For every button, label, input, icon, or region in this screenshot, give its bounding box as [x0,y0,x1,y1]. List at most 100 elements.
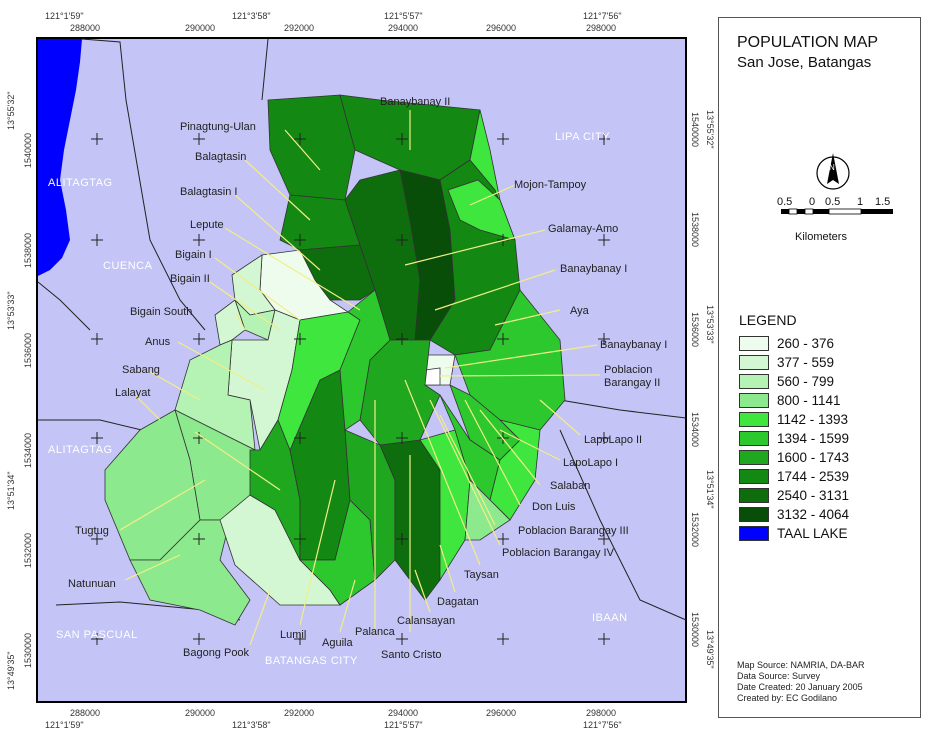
label-taysan: Taysan [464,569,499,581]
region-alitagtag-south: ALITAGTAG [48,444,113,456]
bottom-coordinates: 288000 290000 292000 294000 296000 29800… [45,708,622,730]
label-poblacion-iv: Poblacion Barangay IV [502,547,615,559]
top-tick-4: 294000 [388,23,418,33]
label-aguila: Aguila [322,637,353,649]
right-degree-3: 13°51'34" [705,470,715,509]
top-tick-3: 292000 [284,23,314,33]
left-tick-2: 1538000 [23,233,33,268]
label-don-luis: Don Luis [532,501,576,513]
legend-item: 800 - 1141 [739,391,849,410]
north-arrow-icon: N [816,153,850,190]
top-degree-2: 121°3'58" [232,11,271,21]
label-palanca: Palanca [355,626,396,638]
label-lapolapo-ii: LapoLapo II [584,434,642,446]
bottom-tick-4: 294000 [388,708,418,718]
legend-label: 560 - 799 [777,374,835,389]
top-coordinates: 121°1'59" 121°3'58" 121°5'57" 121°7'56" … [45,11,622,33]
legend-label: 1142 - 1393 [777,412,849,427]
label-sabang: Sabang [122,364,160,376]
scale-tick-4: 1 [857,196,863,208]
bottom-degree-2: 121°3'58" [232,720,271,730]
legend-heading: LEGEND [739,312,797,328]
label-pinagtung-ulan: Pinagtung-Ulan [180,121,256,133]
label-dagatan: Dagatan [437,596,479,608]
legend-swatch [739,393,769,408]
top-degree-3: 121°5'57" [384,11,423,21]
label-bigain-ii: Bigain II [170,273,210,285]
bottom-degree-3: 121°5'57" [384,720,423,730]
legend-swatch [739,412,769,427]
label-salaban: Salaban [550,480,590,492]
legend-item: 2540 - 3131 [739,486,849,505]
taal-lake [38,39,82,276]
legend-swatch [739,488,769,503]
bottom-tick-2: 290000 [185,708,215,718]
legend-item: 1142 - 1393 [739,410,849,429]
label-bigain-i: Bigain I [175,249,212,261]
barangay-labels: Banaybanay II Pinagtung-Ulan Balagtasin … [68,96,667,661]
legend-label: 377 - 559 [777,355,835,370]
map-source: Map Source: NAMRIA, DA-BAR [737,660,865,670]
left-degree-2: 13°53'33" [6,291,16,330]
legend-label: 260 - 376 [777,336,835,351]
legend-label: 2540 - 3131 [777,488,850,503]
top-degree-1: 121°1'59" [45,11,84,21]
top-tick-2: 290000 [185,23,215,33]
legend-swatch [739,450,769,465]
label-bigain-south: Bigain South [130,306,192,318]
legend-item: 3132 - 4064 [739,505,849,524]
label-aya: Aya [570,305,590,317]
svg-text:N: N [829,163,835,172]
right-tick-1: 1540000 [690,112,700,147]
label-balagtasin: Balagtasin [195,151,246,163]
bottom-degree-4: 121°7'56" [583,720,622,730]
scale-tick-2: 0 [809,196,815,208]
bottom-tick-1: 288000 [70,708,100,718]
left-tick-5: 1532000 [23,533,33,568]
region-cuenca: CUENCA [103,260,153,272]
legend-item: TAAL LAKE [739,524,849,543]
label-poblacion-ii-line2: Barangay II [604,377,660,389]
legend-item: 1600 - 1743 [739,448,849,467]
legend-label: TAAL LAKE [777,526,848,541]
label-natunuan: Natunuan [68,578,116,590]
legend-swatch [739,507,769,522]
label-calansayan: Calansayan [397,615,455,627]
bottom-tick-6: 298000 [586,708,616,718]
right-tick-2: 1538000 [690,212,700,247]
left-degree-3: 13°51'34" [6,471,16,510]
label-banaybanay-i: Banaybanay I [560,263,627,275]
label-poblacion-ii-line1: Poblacion [604,364,652,376]
top-tick-5: 296000 [486,23,516,33]
region-alitagtag-north: ALITAGTAG [48,177,113,189]
right-tick-6: 1530000 [690,612,700,647]
source-block: Map Source: NAMRIA, DA-BAR Data Source: … [737,660,865,704]
region-labels: LIPA CITY ALITAGTAG CUENCA ALITAGTAG SAN… [48,131,628,667]
legend-item: 1744 - 2539 [739,467,849,486]
left-degree-4: 13°49'35" [6,651,16,690]
legend-label: 1600 - 1743 [777,450,850,465]
map-title: POPULATION MAP [737,34,879,51]
bottom-tick-3: 292000 [284,708,314,718]
legend-item: 377 - 559 [739,353,849,372]
bottom-tick-5: 296000 [486,708,516,718]
polygon-bigain-south [214,299,246,346]
left-degree-1: 13°55'32" [6,91,16,130]
left-tick-4: 1534000 [23,433,33,468]
label-bagong-pook: Bagong Pook [183,647,250,659]
polygon-taysan [339,289,391,431]
legend-label: 3132 - 4064 [777,507,850,522]
label-lalayat: Lalayat [115,387,150,399]
legend-swatch [739,374,769,389]
top-degree-4: 121°7'56" [583,11,622,21]
label-lapolapo-i: LapoLapo I [563,457,618,469]
legend-label: 1394 - 1599 [777,431,850,446]
left-tick-1: 1540000 [23,133,33,168]
scale-bar: 0.5 0 0.5 1 1.5 [777,196,893,215]
region-ibaan: IBAAN [592,612,628,624]
label-balagtasin-i: Balagtasin I [180,186,237,198]
right-degree-2: 13°53'33" [705,305,715,344]
polygon-lipa-edge [447,179,516,241]
legend-item: 260 - 376 [739,334,849,353]
